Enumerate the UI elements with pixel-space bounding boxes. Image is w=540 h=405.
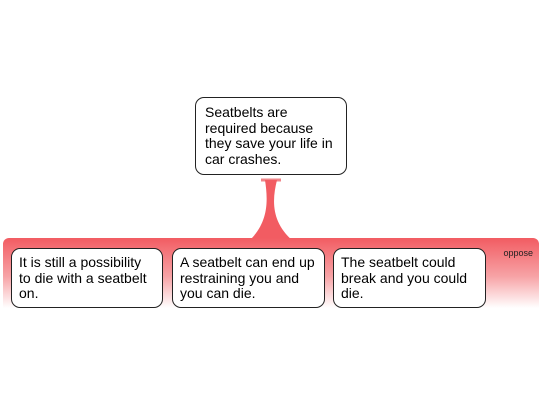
premise-text: The seatbelt could break and you could d… (341, 254, 468, 301)
claim-text: Seatbelts are required because they save… (205, 104, 333, 167)
premise-text: A seatbelt can end up restraining you an… (180, 254, 315, 301)
connector-stem (249, 180, 293, 241)
oppose-label: oppose (503, 248, 533, 258)
premise-box-1[interactable]: It is still a possibility to die with a … (11, 248, 163, 308)
premise-box-3[interactable]: The seatbelt could break and you could d… (333, 248, 486, 308)
premise-box-2[interactable]: A seatbelt can end up restraining you an… (172, 248, 325, 308)
premise-text: It is still a possibility to die with a … (19, 254, 147, 301)
claim-box[interactable]: Seatbelts are required because they save… (195, 97, 347, 175)
